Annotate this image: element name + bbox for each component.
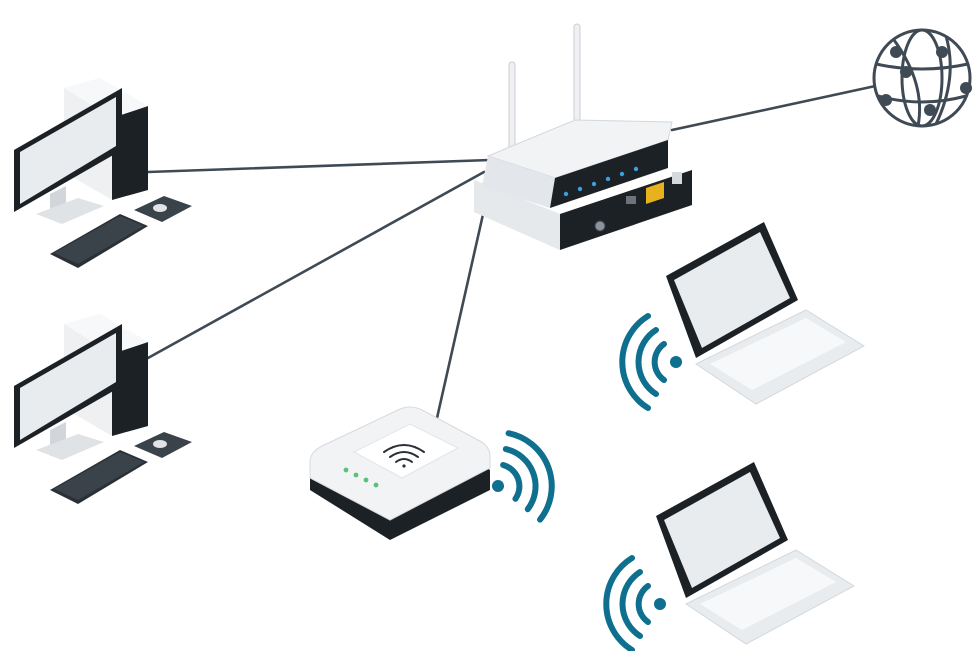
wireless-access-point-icon [309,406,491,540]
laptop-icon [656,462,855,645]
globe-icon [872,28,972,128]
wifi-signal-icon [492,430,555,523]
wired-links [146,83,882,420]
cable-router-desktop-1 [146,158,492,174]
laptop-1 [619,222,865,411]
keyboard-icon [50,450,148,504]
router-icon [474,23,692,250]
desktop-computer-1 [14,78,192,268]
mouse-icon [134,432,192,458]
cable-router-access-point [435,208,486,420]
ap-wifi-glyph-icon [383,444,425,468]
cable-router-internet [670,83,882,132]
laptop-icon [666,222,865,405]
router-status-leds [563,166,639,197]
desktop-computer-2 [14,314,192,504]
router-ports [594,172,682,232]
keyboard-icon [50,214,148,268]
mouse-icon [134,196,192,222]
wifi-signal-icon [603,555,666,651]
monitor-icon [14,324,122,460]
ap-status-leds [343,467,379,488]
wifi-signal-icon [619,313,682,411]
laptop-2 [603,462,855,651]
monitor-icon [14,88,122,224]
cable-router-desktop-2 [146,170,486,360]
